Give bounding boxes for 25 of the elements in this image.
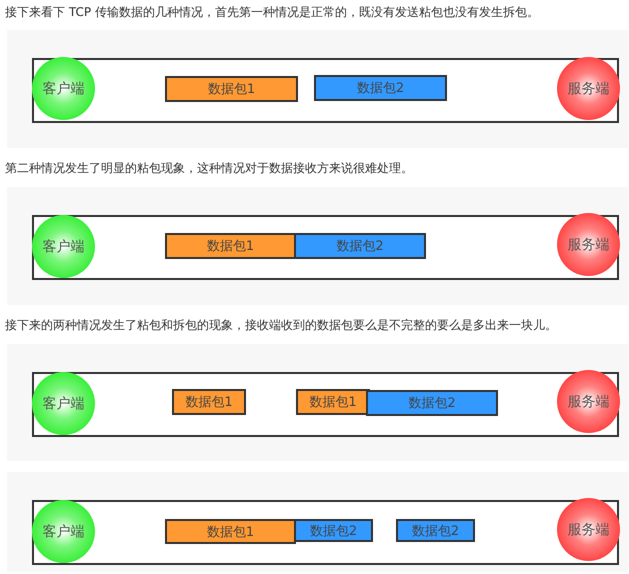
- server-circle: 服务端: [557, 370, 620, 433]
- link-frame: [32, 372, 619, 437]
- client-circle: 客户端: [32, 500, 95, 563]
- packet-box: 数据包2: [294, 519, 373, 542]
- client-circle: 客户端: [32, 215, 95, 278]
- client-circle: 客户端: [32, 57, 95, 120]
- server-circle: 服务端: [557, 213, 620, 276]
- server-circle: 服务端: [557, 57, 620, 120]
- packet-box: 数据包1: [296, 389, 370, 415]
- packet-box: 数据包1: [165, 519, 296, 544]
- packet-box: 数据包1: [172, 389, 246, 415]
- packet-box: 数据包1: [165, 76, 298, 102]
- packet-box: 数据包2: [366, 390, 498, 416]
- server-circle: 服务端: [557, 498, 620, 561]
- packet-box: 数据包1: [165, 233, 296, 259]
- paragraph-text: 接下来看下 TCP 传输数据的几种情况，首先第一种情况是正常的，既没有发送粘包也没有发生拆包。: [5, 4, 539, 20]
- link-frame: [32, 215, 619, 280]
- link-frame: [32, 500, 619, 565]
- client-circle: 客户端: [32, 372, 95, 435]
- packet-box: 数据包2: [314, 75, 447, 101]
- paragraph-text: 接下来的两种情况发生了粘包和拆包的现象，接收端收到的数据包要么是不完整的要么是多出来一块儿。: [5, 317, 557, 333]
- link-frame: [32, 58, 619, 123]
- packet-box: 数据包2: [294, 233, 426, 259]
- paragraph-text: 第二种情况发生了明显的粘包现象，这种情况对于数据接收方来说很难处理。: [5, 160, 413, 176]
- packet-box: 数据包2: [396, 519, 475, 542]
